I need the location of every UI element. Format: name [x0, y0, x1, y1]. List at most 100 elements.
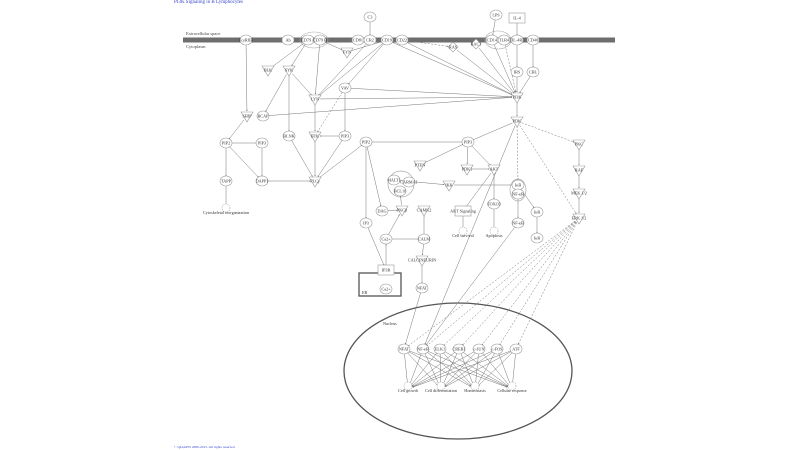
- node-shape-pip2b: [359, 136, 373, 148]
- page-title[interactable]: PI3K Signaling in B Lymphocytes: [174, 0, 243, 5]
- node-shape-atf: [509, 343, 523, 355]
- node-atf[interactable]: ATF: [509, 343, 523, 355]
- node-ikb[interactable]: IκB: [511, 179, 525, 191]
- node-label-nfkb: NF-κB: [417, 347, 429, 352]
- node-ip3[interactable]: IP3: [359, 217, 373, 229]
- node-cr2[interactable]: CR2: [363, 34, 377, 46]
- node-pi3k[interactable]: PI3K: [510, 92, 524, 104]
- node-aktsig[interactable]: AKT Signaling: [450, 205, 477, 217]
- node-shape-cellsurvival: [458, 226, 468, 236]
- node-ikb2[interactable]: IκB: [530, 206, 544, 218]
- edge-cd79b-lyn: [314, 44, 320, 95]
- node-raf[interactable]: RAF: [572, 165, 586, 177]
- node-label-cd79a: CD79 A: [301, 38, 315, 43]
- node-cd14[interactable]: CD14: [485, 34, 499, 46]
- node-homeostasis[interactable]: Homeostasis: [464, 381, 486, 393]
- node-ras1[interactable]: RAS: [447, 41, 459, 53]
- node-cbl[interactable]: CBL: [526, 66, 540, 78]
- node-tapp[interactable]: TAPP: [219, 175, 233, 187]
- node-plc[interactable]: PLCγ: [308, 176, 322, 188]
- node-shape-nfkb: [416, 343, 430, 355]
- node-erk[interactable]: ERK 1/2: [572, 213, 587, 225]
- node-cjun[interactable]: c-JUN: [472, 343, 486, 355]
- node-pip2b[interactable]: PIP2: [359, 136, 373, 148]
- node-btk[interactable]: BTK: [308, 131, 322, 143]
- node-irs[interactable]: IRS: [510, 66, 524, 78]
- node-cd40[interactable]: CD40: [526, 34, 540, 46]
- node-pkc2[interactable]: PKCβ: [395, 205, 409, 217]
- node-malt1[interactable]: MALT1: [387, 174, 401, 186]
- node-pip2a[interactable]: PIP2: [219, 137, 233, 149]
- node-cfos[interactable]: c-FOS: [490, 343, 504, 355]
- node-ca2a[interactable]: Ca2+: [379, 233, 393, 245]
- edge-nfkb-homeostasis: [426, 351, 472, 387]
- node-label-il4r: IL-4R: [512, 38, 522, 43]
- node-label-camk2: CAMK2: [417, 208, 432, 213]
- node-cd79b[interactable]: CD79 B: [313, 34, 327, 46]
- node-shape-nfkb2: [511, 217, 525, 229]
- node-nfkb[interactable]: NF-κB: [416, 343, 430, 355]
- node-il4r[interactable]: IL-4R: [510, 34, 524, 46]
- node-pdk[interactable]: PDK: [510, 116, 524, 128]
- node-creb[interactable]: CREB1: [452, 343, 466, 355]
- node-ikb3[interactable]: IκB: [530, 232, 544, 244]
- node-ip3r[interactable]: IP3R: [377, 264, 395, 276]
- node-pten[interactable]: PTEN: [413, 160, 427, 172]
- node-apoptosis[interactable]: Apoptosis: [486, 226, 503, 238]
- node-cellsurvival[interactable]: Cell survival: [452, 226, 475, 238]
- node-mek[interactable]: MEK 1/2: [571, 188, 587, 200]
- node-nfat_c[interactable]: NFAT: [415, 282, 429, 294]
- node-blk[interactable]: BLK: [261, 65, 275, 77]
- node-lps[interactable]: LPS: [489, 9, 503, 21]
- node-bcap[interactable]: BCAP: [256, 110, 270, 122]
- node-dag[interactable]: DAG: [375, 205, 389, 217]
- node-ship[interactable]: SHIP: [240, 111, 254, 123]
- edge-pdk-erk: [519, 125, 577, 214]
- node-cellresp[interactable]: Cellular response: [497, 381, 527, 393]
- node-foxo3[interactable]: FOXO3: [487, 198, 501, 210]
- node-nfkb2[interactable]: NF-κB: [511, 217, 525, 229]
- node-cytoskeletal[interactable]: Cytoskeletal reorganization: [203, 203, 250, 215]
- node-bcl10[interactable]: BCL10: [393, 185, 407, 197]
- edge-atf-cellgrowth: [412, 350, 512, 388]
- node-cd19[interactable]: CD19: [380, 34, 394, 46]
- node-fcgr2b[interactable]: FcγRIIB: [239, 34, 254, 46]
- node-pkc[interactable]: PKC: [572, 139, 586, 151]
- node-lyn[interactable]: LYN: [308, 94, 322, 106]
- node-dapp1[interactable]: DAPP1: [256, 175, 269, 187]
- node-cellgrowth[interactable]: Cell growth: [398, 381, 419, 393]
- node-elk1[interactable]: ELK1: [433, 343, 447, 355]
- node-rac1[interactable]: RAC1: [470, 38, 482, 50]
- node-camk2[interactable]: CAMK2: [417, 205, 432, 217]
- node-vav[interactable]: VAV: [338, 82, 352, 94]
- node-ikk[interactable]: IKK: [442, 180, 456, 192]
- node-label-ras1: RAS: [449, 45, 458, 50]
- node-card11[interactable]: CARMA1: [400, 176, 418, 188]
- node-pip3b[interactable]: PIP3: [255, 137, 269, 149]
- node-nfat[interactable]: NFAT: [397, 343, 411, 355]
- node-shape-ras1: [447, 41, 459, 53]
- node-calm[interactable]: CALM: [417, 233, 430, 245]
- node-il4[interactable]: IL-4: [508, 12, 526, 24]
- node-ab[interactable]: Ab: [281, 34, 295, 46]
- node-pip3a[interactable]: PIP3: [338, 130, 352, 142]
- node-nfkb_c[interactable]: NF-κB: [511, 188, 525, 200]
- node-fyn[interactable]: FYN: [340, 47, 354, 59]
- node-label-plc: PLCγ: [310, 179, 320, 184]
- node-blnk[interactable]: BLNK: [282, 130, 296, 142]
- node-pip3c[interactable]: PIP3: [461, 136, 475, 148]
- node-cd22[interactable]: CD22: [395, 34, 409, 46]
- node-label-blk: BLK: [264, 68, 272, 73]
- node-ca2b[interactable]: Ca2+: [379, 283, 393, 295]
- edge-rac1-pi3k: [478, 47, 515, 94]
- node-akt[interactable]: AKT: [487, 164, 501, 176]
- node-celldiff[interactable]: Cell differentiation: [425, 381, 458, 393]
- node-pdk1[interactable]: PDK1: [460, 164, 474, 176]
- edge-cbl-pi3k: [519, 76, 531, 93]
- node-syk[interactable]: SYK: [282, 65, 296, 77]
- node-tlr4[interactable]: TLR4: [497, 34, 511, 46]
- node-cd81[interactable]: CD81: [351, 34, 365, 46]
- node-c3[interactable]: C3: [363, 11, 377, 23]
- node-label-syk: SYK: [285, 68, 293, 73]
- node-calcineurin[interactable]: CALCINEURIN: [408, 255, 436, 267]
